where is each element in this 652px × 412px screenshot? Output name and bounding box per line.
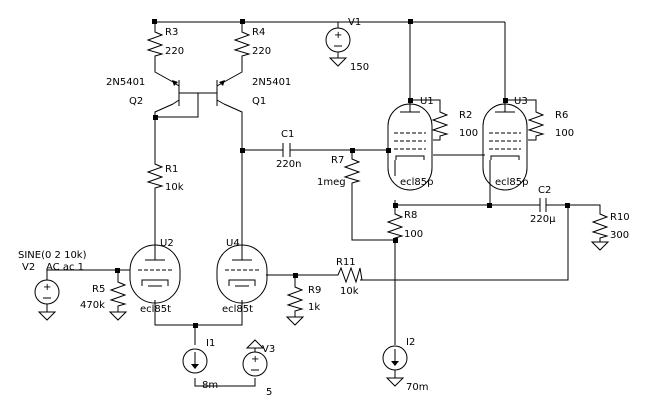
i1-value: 8m (202, 380, 218, 391)
i2-value: 70m (406, 382, 428, 393)
u1-model: ecl85p (400, 177, 434, 188)
tube-u3: U3 ecl85p (482, 96, 529, 191)
v1-ref: V1 (348, 17, 361, 28)
u2-model: ecl85t (140, 304, 171, 315)
v1-value: 150 (350, 62, 369, 73)
voltage-source-v1: + V1 150 (325, 17, 369, 73)
tube-u4: U4 ecl85t (216, 238, 268, 315)
r7-ref: R7 (331, 155, 344, 166)
r4-value: 220 (252, 46, 271, 57)
capacitor-c1: C1 220n (276, 129, 301, 170)
c2-ref: C2 (538, 185, 551, 196)
q1-model: 2N5401 (252, 77, 291, 88)
svg-text:+: + (43, 282, 51, 293)
q1-ref: Q1 (252, 96, 266, 107)
r10-value: 300 (610, 230, 629, 241)
resistor-r4: R4 220 (233, 27, 271, 58)
u4-ref: U4 (226, 238, 240, 249)
voltage-source-v3: + V3 5 (242, 339, 275, 398)
wires (46, 21, 601, 387)
r6-value: 100 (555, 128, 574, 139)
i1-ref: I1 (206, 338, 215, 349)
c2-value: 220µ (530, 214, 556, 225)
u2-ref: U2 (160, 238, 174, 249)
resistor-r6: R6 100 (527, 108, 574, 141)
svg-text:+: + (334, 30, 342, 41)
u3-ref: U3 (514, 96, 528, 107)
resistor-r11: R11 10k (335, 257, 363, 297)
r1-value: 10k (165, 182, 184, 193)
resistor-r3: R3 220 (146, 27, 184, 58)
r9-ref: R9 (308, 285, 321, 296)
resistor-r2: R2 100 (431, 108, 478, 141)
r7-value: 1meg (317, 177, 346, 188)
r6-ref: R6 (555, 110, 568, 121)
svg-text:+: + (251, 354, 259, 365)
r3-ref: R3 (165, 27, 178, 38)
resistor-r10: R10 300 (590, 210, 630, 251)
r4-ref: R4 (252, 27, 265, 38)
resistor-r8: R8 100 (386, 210, 423, 240)
c1-value: 220n (276, 159, 301, 170)
v2-extra: AC ac 1 (46, 262, 84, 273)
v2-value: SINE(0 2 10k) (18, 250, 87, 261)
capacitor-c2: C2 220µ (530, 185, 556, 225)
v3-ref: V3 (262, 344, 275, 355)
current-source-i2: I2 70m (382, 337, 428, 393)
junctions (115, 19, 570, 328)
r9-value: 1k (308, 302, 320, 313)
current-source-i1: I1 8m (182, 338, 218, 391)
r8-ref: R8 (404, 210, 417, 221)
r11-ref: R11 (336, 257, 356, 268)
r5-value: 470k (80, 300, 105, 311)
transistor-q2: 2N5401 Q2 (106, 77, 180, 107)
voltage-source-v2: + SINE(0 2 10k) V2 AC ac 1 (18, 250, 87, 321)
resistor-r5: R5 470k (80, 278, 128, 321)
r2-value: 100 (459, 128, 478, 139)
q2-ref: Q2 (129, 96, 143, 107)
q2-model: 2N5401 (106, 77, 145, 88)
r2-ref: R2 (459, 110, 472, 121)
r11-value: 10k (340, 286, 359, 297)
resistor-r7: R7 1meg (317, 155, 361, 188)
r8-value: 100 (404, 229, 423, 240)
r5-ref: R5 (92, 284, 105, 295)
tube-u1: U1 ecl85p (387, 96, 434, 191)
c1-ref: C1 (281, 129, 294, 140)
u3-model: ecl85p (495, 177, 529, 188)
r3-value: 220 (165, 46, 184, 57)
r1-ref: R1 (165, 164, 178, 175)
r10-ref: R10 (610, 212, 630, 223)
u1-ref: U1 (420, 96, 434, 107)
tube-u2: U2 ecl85t (129, 238, 181, 315)
i2-ref: I2 (406, 337, 415, 348)
v2-ref: V2 (22, 262, 35, 273)
resistor-r1: R1 10k (146, 160, 184, 193)
transistor-q1: 2N5401 Q1 (216, 77, 291, 107)
v3-value: 5 (266, 387, 272, 398)
resistor-r9: R9 1k (285, 283, 321, 326)
u4-model: ecl85t (222, 304, 253, 315)
